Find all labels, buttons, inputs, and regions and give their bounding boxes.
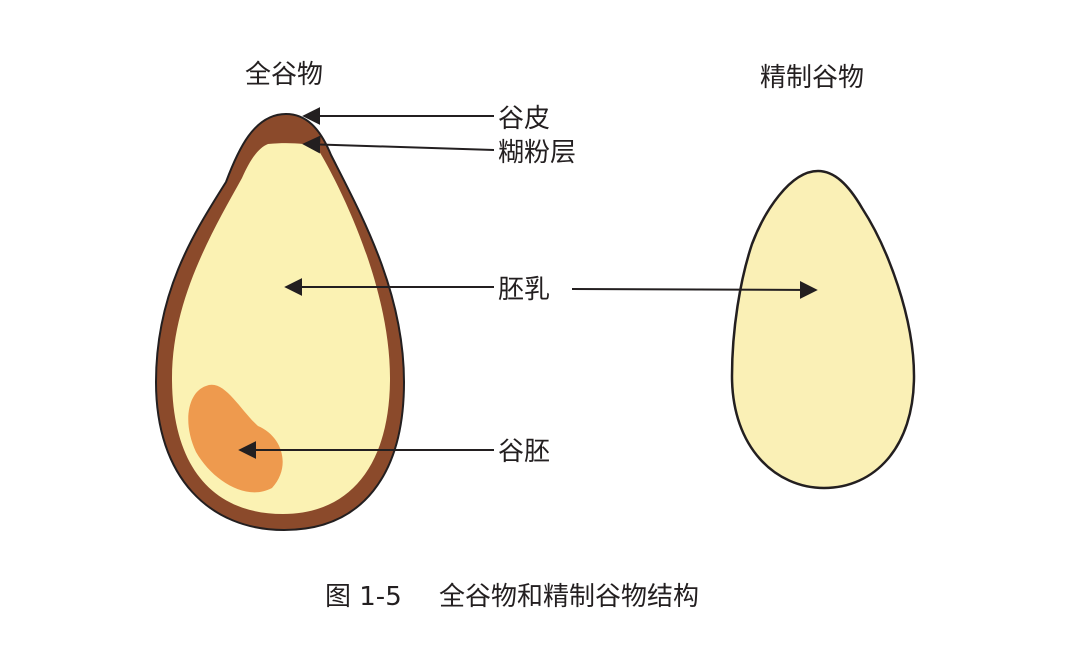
whole-grain-kernel xyxy=(154,112,406,532)
figure-number: 图 1-5 xyxy=(325,582,402,612)
endosperm-label: 胚乳 xyxy=(498,275,550,305)
refined-grain-kernel xyxy=(730,169,916,490)
refined-grain-title: 精制谷物 xyxy=(760,63,864,93)
aleurone-label: 糊粉层 xyxy=(498,138,576,168)
whole-grain-title: 全谷物 xyxy=(245,60,323,90)
germ-label: 谷胚 xyxy=(498,437,550,467)
germ xyxy=(188,384,283,493)
figure-caption: 全谷物和精制谷物结构 xyxy=(439,582,699,612)
aleurone-arrow xyxy=(302,135,495,154)
endosperm-arrow-right xyxy=(571,280,818,299)
bran-label: 谷皮 xyxy=(498,104,550,134)
